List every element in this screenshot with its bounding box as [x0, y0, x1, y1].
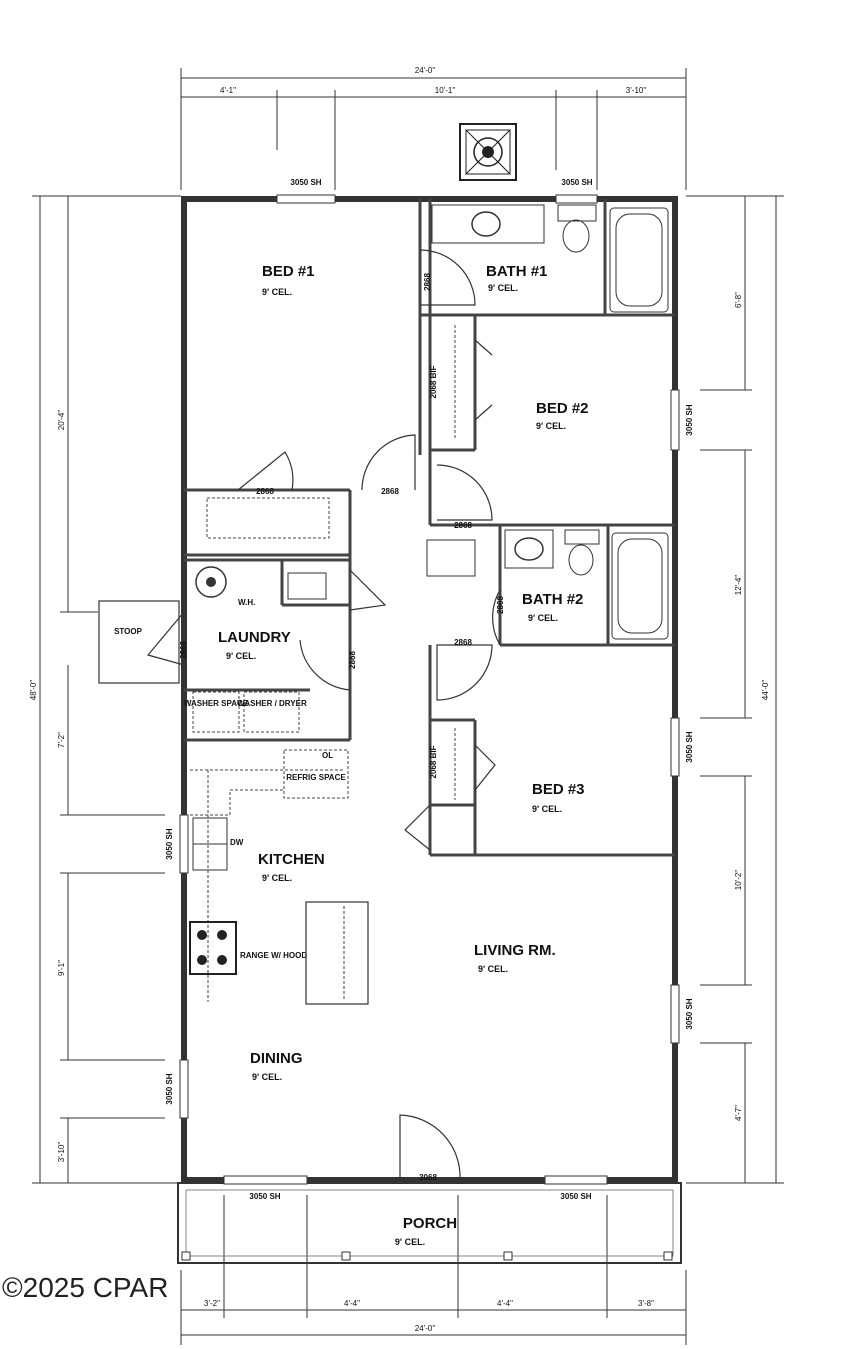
- room-label-kitchen: KITCHEN: [258, 851, 325, 868]
- ceiling-bed3: 9' CEL.: [532, 804, 562, 814]
- bathtub-icon: [609, 207, 669, 313]
- toilet-icon: [568, 544, 594, 576]
- door-label-bed1-closet: 2868: [256, 487, 274, 496]
- porch: PORCH 9' CEL.: [177, 1182, 682, 1264]
- roof-vent-icon: [459, 123, 517, 181]
- room-label-laundry: LAUNDRY: [218, 629, 291, 646]
- dim-right-2: 12'-4": [734, 575, 743, 596]
- room-labels: BED #1 9' CEL. BATH #1 9' CEL. BED #2 9'…: [218, 263, 589, 1082]
- fixtures: W.H. WASHER SPACE WASHER / DRYER REFRIG …: [184, 204, 669, 1005]
- door-label-bed2: 2868: [454, 521, 472, 530]
- ceiling-bed1: 9' CEL.: [262, 287, 292, 297]
- ceiling-dining: 9' CEL.: [252, 1072, 282, 1082]
- window-label-top-left: 3050 SH: [290, 178, 321, 187]
- range-icon: [189, 921, 237, 975]
- windows: 3050 SH 3050 SH 3050 SH 3050 SH 3050 SH …: [165, 178, 694, 1201]
- left-dimensions: 48'-0" 20'-4" 7'-2" 9'-1" 3'-10": [29, 195, 181, 1184]
- door-label-stoop: 2868: [179, 641, 188, 659]
- ceiling-laundry: 9' CEL.: [226, 651, 256, 661]
- copyright-watermark: ©2025 CPAR: [2, 1272, 168, 1303]
- bathtub-icon: [611, 532, 669, 640]
- window-label-dining: 3050 SH: [165, 1073, 174, 1104]
- ceiling-bed2: 9' CEL.: [536, 421, 566, 431]
- dw-label: DW: [230, 838, 244, 847]
- washer-space-icon: [192, 691, 240, 733]
- closet-label-bed3: 2068 BIF: [429, 745, 438, 778]
- window-label-living: 3050 SH: [685, 998, 694, 1029]
- door-label-laundry: 2868: [348, 651, 357, 669]
- closet-label-bed2: 2068 BIF: [429, 365, 438, 398]
- doors: [146, 249, 501, 1181]
- interior-walls: [184, 199, 675, 857]
- ceiling-porch: 9' CEL.: [395, 1237, 425, 1247]
- toilet-tank-icon: [557, 204, 597, 222]
- dryer-space-icon: [243, 691, 300, 733]
- sink-icon: [471, 211, 501, 237]
- dim-left-mid: 7'-2": [57, 732, 66, 748]
- door-label-bed3: 2868: [454, 638, 472, 647]
- dim-right-total: 44'-0": [761, 680, 770, 701]
- door-labels: 2868 2868 2868 2868 2868 2868 2868 2868 …: [179, 273, 505, 1182]
- ol-label: OL: [322, 751, 333, 760]
- water-heater-icon: [195, 566, 227, 598]
- washer-space-label: WASHER SPACE: [184, 699, 249, 708]
- window-label-bed3: 3050 SH: [685, 731, 694, 762]
- right-dimensions: 44'-0" 6'-8" 12'-4" 10'-2" 4'-7": [686, 195, 784, 1184]
- room-label-bath1: BATH #1: [486, 263, 547, 280]
- stoop: STOOP: [98, 600, 180, 684]
- dim-top-left: 4'-1": [220, 86, 236, 95]
- refrigerator-space-icon: [283, 749, 349, 799]
- door-label-entry: 3068: [419, 1173, 437, 1182]
- window-label-porch-left: 3050 SH: [249, 1192, 280, 1201]
- toilet-icon: [562, 219, 590, 253]
- ceiling-bath2: 9' CEL.: [528, 613, 558, 623]
- dim-left-upper: 20'-4": [57, 410, 66, 431]
- bottom-dimensions: 3'-2" 4'-4" 4'-4" 3'-8" 24'-0": [180, 1195, 687, 1345]
- dim-bottom-1: 3'-2": [204, 1299, 220, 1308]
- dim-right-1: 6'-8": [734, 292, 743, 308]
- laundry-sink-icon: [287, 572, 327, 600]
- washer-dryer-label: WASHER / DRYER: [237, 699, 307, 708]
- door-label-bath1: 2868: [423, 273, 432, 291]
- dim-bottom-4: 3'-8": [638, 1299, 654, 1308]
- dim-right-4: 4'-7": [734, 1105, 743, 1121]
- dim-bottom-2: 4'-4": [344, 1299, 360, 1308]
- dim-top-right: 3'-10": [626, 86, 647, 95]
- room-label-living: LIVING RM.: [474, 942, 556, 959]
- room-label-porch: PORCH: [403, 1215, 457, 1232]
- room-label-bed3: BED #3: [532, 781, 585, 798]
- window-label-bed2: 3050 SH: [685, 404, 694, 435]
- dim-right-3: 10'-2": [734, 870, 743, 891]
- dim-left-lower: 9'-1": [57, 960, 66, 976]
- range-label: RANGE W/ HOOD: [240, 951, 307, 960]
- room-label-bath2: BATH #2: [522, 591, 583, 608]
- dim-left-total: 48'-0": [29, 680, 38, 701]
- ceiling-kitchen: 9' CEL.: [262, 873, 292, 883]
- window-label-kitchen: 3050 SH: [165, 828, 174, 859]
- room-label-bed2: BED #2: [536, 400, 589, 417]
- room-label-bed1: BED #1: [262, 263, 315, 280]
- top-dimensions: 24'-0" 4'-1" 10'-1" 3'-10": [180, 66, 687, 190]
- dim-left-bottom: 3'-10": [57, 1142, 66, 1163]
- dim-top-mid: 10'-1": [435, 86, 456, 95]
- room-label-dining: DINING: [250, 1050, 303, 1067]
- dim-bottom-3: 4'-4": [497, 1299, 513, 1308]
- door-label-bed1: 2868: [381, 487, 399, 496]
- window-label-porch-right: 3050 SH: [560, 1192, 591, 1201]
- stoop-label: STOOP: [114, 627, 143, 636]
- water-heater-label: W.H.: [238, 598, 255, 607]
- dim-bottom-total: 24'-0": [415, 1324, 436, 1333]
- refrig-label: REFRIG SPACE: [286, 773, 346, 782]
- dim-top-total: 24'-0": [415, 66, 436, 75]
- ceiling-bath1: 9' CEL.: [488, 283, 518, 293]
- window-label-top-right: 3050 SH: [561, 178, 592, 187]
- ceiling-living: 9' CEL.: [478, 964, 508, 974]
- kitchen-island: [305, 901, 369, 1005]
- door-label-bath2: 2868: [496, 596, 505, 614]
- sink-icon: [514, 537, 544, 561]
